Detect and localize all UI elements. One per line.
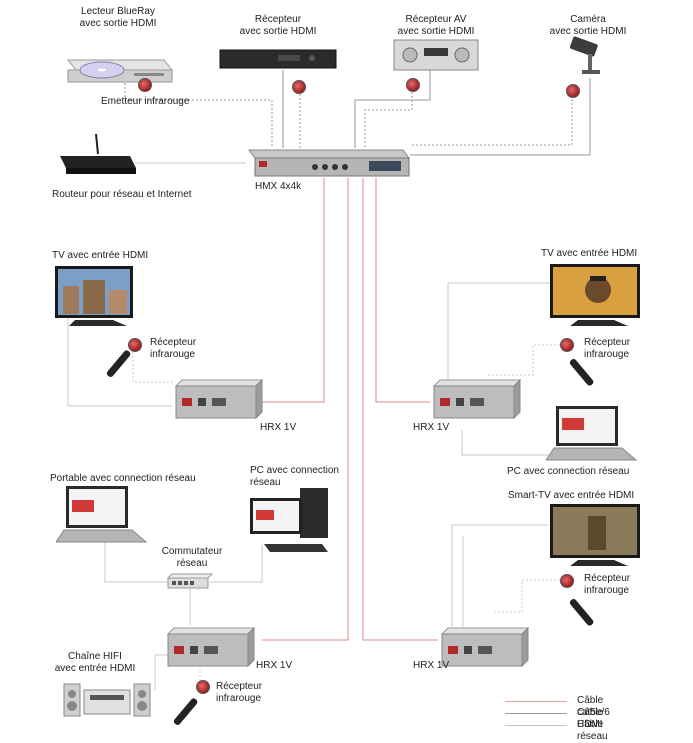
cable-avr-hmx-2 [364,88,413,148]
hrx-4-label: HRX 1V [413,660,450,671]
desktop-pc-icon [250,488,328,552]
hrx-2-icon [432,378,522,420]
pc-right-label: PC avec connection réseau [507,466,630,477]
ir-emitter-dot [138,78,152,92]
remote-2-icon [569,359,594,386]
ir-hrx2 [487,344,560,376]
cat-hmx-hrx2 [375,178,430,403]
router-icon [60,133,136,174]
hrx-1-icon [174,378,264,420]
ir-hrx1 [132,352,175,383]
ir-dot-receiver [292,80,306,94]
router-label: Routeur pour réseau et Internet [52,189,192,200]
net-laptop-switch [104,540,168,583]
hifi-system-icon [63,683,151,717]
legend-label-cat: Câble cat5e/6 [577,695,610,718]
ir-dot-av-receiver [406,78,420,92]
legend-swatch-cat [505,701,567,702]
laptop-right-icon [546,406,638,461]
hrx-3-label: HRX 1V [256,660,293,671]
portable-label: Portable avec connection réseau [50,473,196,484]
hdmi-tvright-hrx2 [447,282,550,390]
cat-hmx-hrx3 [262,178,349,641]
ir-hrx4 [495,579,560,613]
cable-camera-ir [410,95,573,146]
remote-1-icon [106,350,131,377]
cat-hmx-hrx4 [362,178,438,641]
av-receiver-icon [393,39,479,71]
ir-dot-camera [566,84,580,98]
smart-tv-icon [550,504,640,566]
ir-receiver-1-dot [128,338,142,352]
ir-receiver-2-dot [560,338,574,352]
camera-icon [569,36,600,74]
network-switch-icon [166,573,214,589]
legend-label-network: Câble réseau [577,719,608,742]
tv-left-icon [55,266,133,326]
hrx-2-label: HRX 1V [413,422,450,433]
ir-receiver-4-dot [196,680,210,694]
cable-camera-hmx [410,78,591,156]
hrx-1-label: HRX 1V [260,422,297,433]
smart-tv-label: Smart-TV avec entrée HDMI [508,490,635,501]
legend-swatch-hdmi [505,713,567,714]
net-pc-switch [210,545,263,583]
ir-receiver-3-dot [560,574,574,588]
legend-label-hdmi: Câble HDMI [577,707,604,730]
remote-4-icon [173,698,198,725]
receiver-icon [219,49,337,69]
hdmi-smarttv-hrx4 [451,524,548,627]
remote-3-icon [569,599,594,626]
tv-left-label: TV avec entrée HDMI [52,250,149,261]
laptop-left-icon [56,486,148,543]
ir-emitter-label: Emetteur infrarouge [101,96,190,107]
tv-right-icon [550,264,640,326]
hdmi-tvleft-hrx1 [67,318,172,407]
hmx-label: HMX 4x4k [255,181,302,192]
hdmi-hrx3-hifi [154,654,170,690]
net-hrx2-pc [461,430,557,456]
hmx-matrix-icon [248,149,410,177]
hrx-3-icon [166,626,256,668]
cat-hmx-hrx1 [262,178,325,403]
bluray-player-icon [66,59,174,83]
cable-bluray-hmx [124,75,273,148]
tv-right-label: TV avec entrée HDMI [541,248,638,259]
hrx-4-icon [440,626,530,668]
legend-swatch-network [505,725,567,726]
cable-avr-hmx [354,70,431,148]
